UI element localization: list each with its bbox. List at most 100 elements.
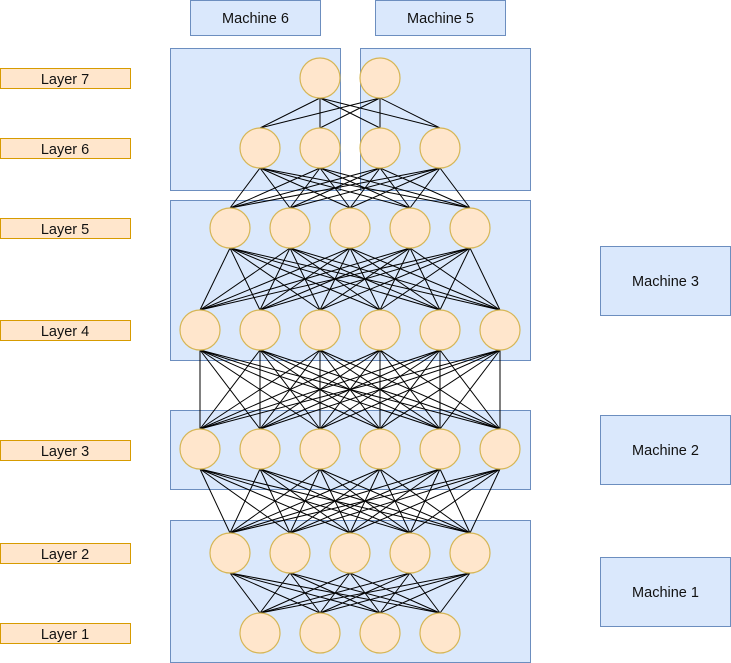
- connection-edge: [469, 247, 501, 311]
- connections: [199, 97, 501, 614]
- layer-5-label-box: Layer 5: [0, 218, 131, 239]
- neuron-layer-4: [299, 309, 341, 351]
- layer-3-label-box: Layer 3: [0, 440, 131, 461]
- layer-2-label: Layer 2: [41, 547, 89, 563]
- neuron-layer-1: [419, 612, 461, 654]
- connection-edge: [349, 468, 501, 534]
- layer-7-label-box: Layer 7: [0, 68, 131, 89]
- neuron-layer-3: [299, 428, 341, 470]
- connection-edge: [259, 572, 291, 614]
- connection-edge: [199, 468, 231, 534]
- neuron-layer-3: [239, 428, 281, 470]
- connection-edge: [439, 572, 471, 614]
- machine-2-label-box: Machine 2: [600, 415, 731, 485]
- machine-5-label: Machine 5: [407, 11, 474, 27]
- connection-edge: [229, 167, 441, 209]
- connection-edge: [349, 167, 441, 209]
- connection-edge: [379, 247, 471, 311]
- neuron-layer-2: [449, 532, 491, 574]
- connection-edge: [229, 572, 261, 614]
- neuron-layer-2: [389, 532, 431, 574]
- connection-edge: [259, 572, 351, 614]
- connection-edge: [199, 247, 231, 311]
- neuron-layer-3: [479, 428, 521, 470]
- connection-edge: [319, 349, 501, 430]
- connection-edge: [259, 97, 321, 129]
- connection-edge: [199, 349, 501, 430]
- connection-edge: [199, 349, 381, 430]
- neuron-layer-3: [359, 428, 401, 470]
- neuron-layer-2: [269, 532, 311, 574]
- connection-edge: [259, 572, 471, 614]
- machine-6-label-box: Machine 6: [190, 0, 321, 36]
- neuron-layer-6: [299, 127, 341, 169]
- connection-edge: [439, 167, 471, 209]
- neuron-layer-4: [179, 309, 221, 351]
- machine-1-label: Machine 1: [632, 585, 699, 601]
- connection-edge: [379, 572, 471, 614]
- connection-edge: [289, 468, 501, 534]
- machine-3-label: Machine 3: [632, 274, 699, 290]
- neuron-layer-4: [359, 309, 401, 351]
- connection-edge: [199, 349, 441, 430]
- neuron-layer-1: [359, 612, 401, 654]
- layer-3-label: Layer 3: [41, 444, 89, 460]
- machine-3-label-box: Machine 3: [600, 246, 731, 316]
- neuron-layer-1: [299, 612, 341, 654]
- neuron-layer-3: [419, 428, 461, 470]
- connection-edge: [229, 468, 381, 534]
- connection-edge: [379, 97, 441, 129]
- connection-edge: [199, 349, 261, 430]
- connection-edge: [199, 247, 411, 311]
- neuron-layer-6: [359, 127, 401, 169]
- neuron-layer-2: [329, 532, 371, 574]
- connection-edge: [289, 167, 441, 209]
- connection-edge: [439, 247, 471, 311]
- neuron-layer-4: [239, 309, 281, 351]
- connection-edge: [229, 468, 321, 534]
- layer-4-label: Layer 4: [41, 324, 89, 340]
- connection-edge: [229, 167, 381, 209]
- layer-2-label-box: Layer 2: [0, 543, 131, 564]
- layer-1-label: Layer 1: [41, 627, 89, 643]
- connection-edge: [409, 167, 441, 209]
- neuron-layer-4: [419, 309, 461, 351]
- neuron-layer-5: [269, 207, 311, 249]
- connection-edge: [229, 468, 441, 534]
- neuron-layer-1: [239, 612, 281, 654]
- neuron-layer-7: [299, 57, 341, 99]
- layer-1-label-box: Layer 1: [0, 623, 131, 644]
- connection-edge: [229, 167, 261, 209]
- connection-edge: [319, 572, 471, 614]
- machine-6-label: Machine 6: [222, 11, 289, 27]
- neuron-layer-5: [329, 207, 371, 249]
- connection-edge: [199, 349, 321, 430]
- connection-edge: [229, 468, 261, 534]
- neurons: [179, 57, 521, 654]
- neuron-layer-6: [239, 127, 281, 169]
- layer-7-label: Layer 7: [41, 72, 89, 88]
- machine-1-label-box: Machine 1: [600, 557, 731, 627]
- connection-edge: [319, 97, 381, 129]
- neuron-layer-6: [419, 127, 461, 169]
- neuron-layer-3: [179, 428, 221, 470]
- layer-6-label: Layer 6: [41, 142, 89, 158]
- connection-edge: [469, 468, 501, 534]
- neuron-layer-7: [359, 57, 401, 99]
- layer-4-label-box: Layer 4: [0, 320, 131, 341]
- connection-edge: [259, 572, 411, 614]
- neuron-layer-5: [389, 207, 431, 249]
- neuron-layer-5: [209, 207, 251, 249]
- neuron-layer-2: [209, 532, 251, 574]
- connection-edge: [409, 468, 501, 534]
- neuron-layer-5: [449, 207, 491, 249]
- connection-edge: [199, 247, 291, 311]
- machine-2-label: Machine 2: [632, 443, 699, 459]
- connection-edge: [229, 167, 321, 209]
- neuron-layer-4: [479, 309, 521, 351]
- layer-5-label: Layer 5: [41, 222, 89, 238]
- layer-6-label-box: Layer 6: [0, 138, 131, 159]
- connection-edge: [439, 349, 501, 430]
- connection-edge: [229, 468, 501, 534]
